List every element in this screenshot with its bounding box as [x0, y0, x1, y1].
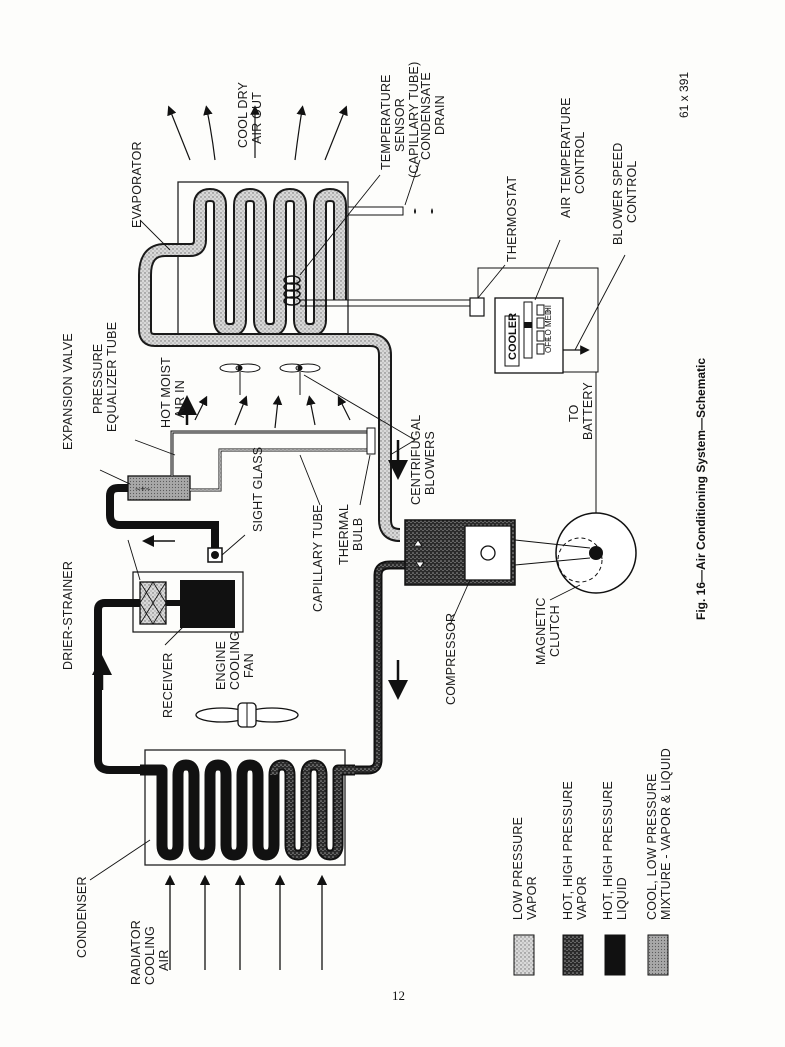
temperature-sensor-coil	[283, 275, 301, 306]
speed-label-off: OFF	[544, 337, 553, 353]
magnetic-clutch	[514, 512, 637, 594]
label-radiator-air-1: RADIATOR	[129, 920, 143, 985]
legend-text-hot-vapor-1: HOT, HIGH PRESSURE	[561, 781, 575, 920]
legend-swatch-low-pressure-vapor	[513, 934, 535, 976]
label-radiator-air-2: COOLING	[143, 926, 157, 985]
condensate-drain	[347, 206, 433, 216]
hot-air-in-arrows	[194, 395, 351, 429]
legend-swatch-hot-high-pressure-liquid	[604, 934, 626, 976]
label-to-battery-2: BATTERY	[581, 382, 595, 440]
control-cooler-label: COOLER	[507, 313, 519, 360]
legend-text-low-pressure-2: VAPOR	[525, 876, 539, 920]
legend-item-hot-high-pressure-vapor: HOT, HIGH PRESSURE VAPOR	[561, 781, 589, 976]
label-thermal-bulb-2: BULB	[351, 518, 365, 551]
receiver	[180, 580, 235, 628]
leader-lines	[89, 159, 626, 881]
label-magnetic-clutch-2: CLUTCH	[548, 605, 562, 657]
label-temperature-sensor-3: (CAPILLARY TUBE)	[407, 62, 421, 178]
legend-item-hot-high-pressure-liquid: HOT, HIGH PRESSURE LIQUID	[601, 781, 629, 976]
label-evaporator: EVAPORATOR	[130, 141, 144, 228]
expansion-valve: ~+~	[127, 475, 191, 501]
figure-code: 61 x 391	[677, 72, 691, 118]
speed-label-med: MED	[544, 309, 553, 327]
label-sight-glass: SIGHT GLASS	[251, 447, 265, 532]
legend-item-low-pressure-vapor: LOW PRESSURE VAPOR	[511, 817, 539, 976]
label-centrifugal-blowers-1: CENTRIFUGAL	[409, 415, 423, 505]
discharge-line	[355, 560, 408, 775]
label-temperature-sensor-2: SENSOR	[393, 98, 407, 152]
label-capillary-tube: CAPILLARY TUBE	[311, 504, 325, 612]
label-blower-speed-control-2: CONTROL	[625, 160, 639, 223]
speed-label-lo: LO	[544, 329, 553, 340]
radiator-air-arrows	[164, 874, 328, 970]
label-to-battery-1: TO	[567, 404, 581, 422]
label-receiver: RECEIVER	[161, 652, 175, 718]
speed-label-hi: HI	[544, 305, 553, 313]
control-panel: COOLER OFF LO MED HI	[469, 267, 599, 374]
condenser	[140, 749, 355, 866]
label-compressor: COMPRESSOR	[444, 613, 458, 705]
label-cool-dry-air-1: COOL DRY	[236, 81, 250, 148]
label-expansion-valve: EXPANSION VALVE	[61, 333, 75, 450]
label-hot-moist-air-2: AIR IN	[173, 380, 187, 418]
legend-text-mixture-2: MIXTURE - VAPOR & LIQUID	[659, 748, 673, 920]
label-engine-fan-2: COOLING	[228, 631, 242, 690]
page-number: 12	[392, 988, 405, 1003]
label-thermostat: THERMOSTAT	[505, 176, 519, 262]
label-condenser: CONDENSER	[75, 876, 89, 958]
cool-air-out-arrows	[167, 105, 348, 161]
svg-text:~+~: ~+~	[135, 484, 151, 494]
label-hot-moist-air-1: HOT MOIST	[159, 357, 173, 428]
evaporator	[170, 181, 433, 338]
sensor-capillary-line	[300, 299, 470, 307]
label-cool-dry-air-2: AIR OUT	[250, 92, 264, 144]
legend: LOW PRESSURE VAPOR HOT, HIGH PRESSURE VA…	[511, 748, 673, 976]
label-magnetic-clutch-1: MAGNETIC	[534, 597, 548, 665]
capillary-tube	[190, 448, 370, 492]
figure-caption: Fig. 16—Air Conditioning System—Schemati…	[694, 358, 708, 620]
legend-text-mixture-1: COOL, LOW PRESSURE	[645, 773, 659, 920]
sight-glass	[207, 547, 223, 563]
liquid-line	[106, 484, 219, 560]
label-condensate-drain-2: DRAIN	[433, 95, 447, 135]
legend-swatch-cool-low-pressure-mixture	[647, 934, 669, 976]
centrifugal-blowers	[219, 363, 321, 395]
label-pressure-equalizer-1: PRESSURE	[91, 344, 105, 414]
label-centrifugal-blowers-2: BLOWERS	[423, 431, 437, 495]
legend-text-hot-liquid-2: LIQUID	[615, 877, 629, 920]
label-blower-speed-control-1: BLOWER SPEED	[611, 143, 625, 245]
legend-text-low-pressure-1: LOW PRESSURE	[511, 817, 525, 920]
label-thermal-bulb-1: THERMAL	[337, 504, 351, 565]
label-engine-fan-1: ENGINE	[214, 641, 228, 690]
equalizer-tube	[170, 430, 370, 476]
legend-text-hot-vapor-2: VAPOR	[575, 876, 589, 920]
engine-cooling-fan	[195, 702, 299, 728]
thermal-bulb	[366, 427, 376, 455]
label-condensate-drain-1: CONDENSATE	[419, 72, 433, 160]
label-engine-fan-3: FAN	[242, 653, 256, 678]
receiver-drier-assembly	[132, 571, 244, 633]
legend-item-cool-low-pressure-mixture: COOL, LOW PRESSURE MIXTURE - VAPOR & LIQ…	[645, 748, 673, 976]
compressor	[404, 519, 516, 586]
label-drier-strainer: DRIER-STRAINER	[61, 561, 75, 670]
receiver-to-condenser-line	[94, 599, 140, 774]
legend-swatch-hot-high-pressure-vapor	[562, 934, 584, 976]
flow-arrows	[92, 395, 408, 700]
labels: CONDENSER RADIATOR COOLING AIR DRIER-STR…	[61, 62, 639, 985]
label-pressure-equalizer-2: EQUALIZER TUBE	[105, 322, 119, 432]
legend-text-hot-liquid-1: HOT, HIGH PRESSURE	[601, 781, 615, 920]
label-air-temp-control-1: AIR TEMPERATURE	[559, 97, 573, 218]
label-air-temp-control-2: CONTROL	[573, 131, 587, 194]
label-temperature-sensor-1: TEMPERATURE	[379, 74, 393, 170]
label-radiator-air-3: AIR	[157, 950, 171, 971]
